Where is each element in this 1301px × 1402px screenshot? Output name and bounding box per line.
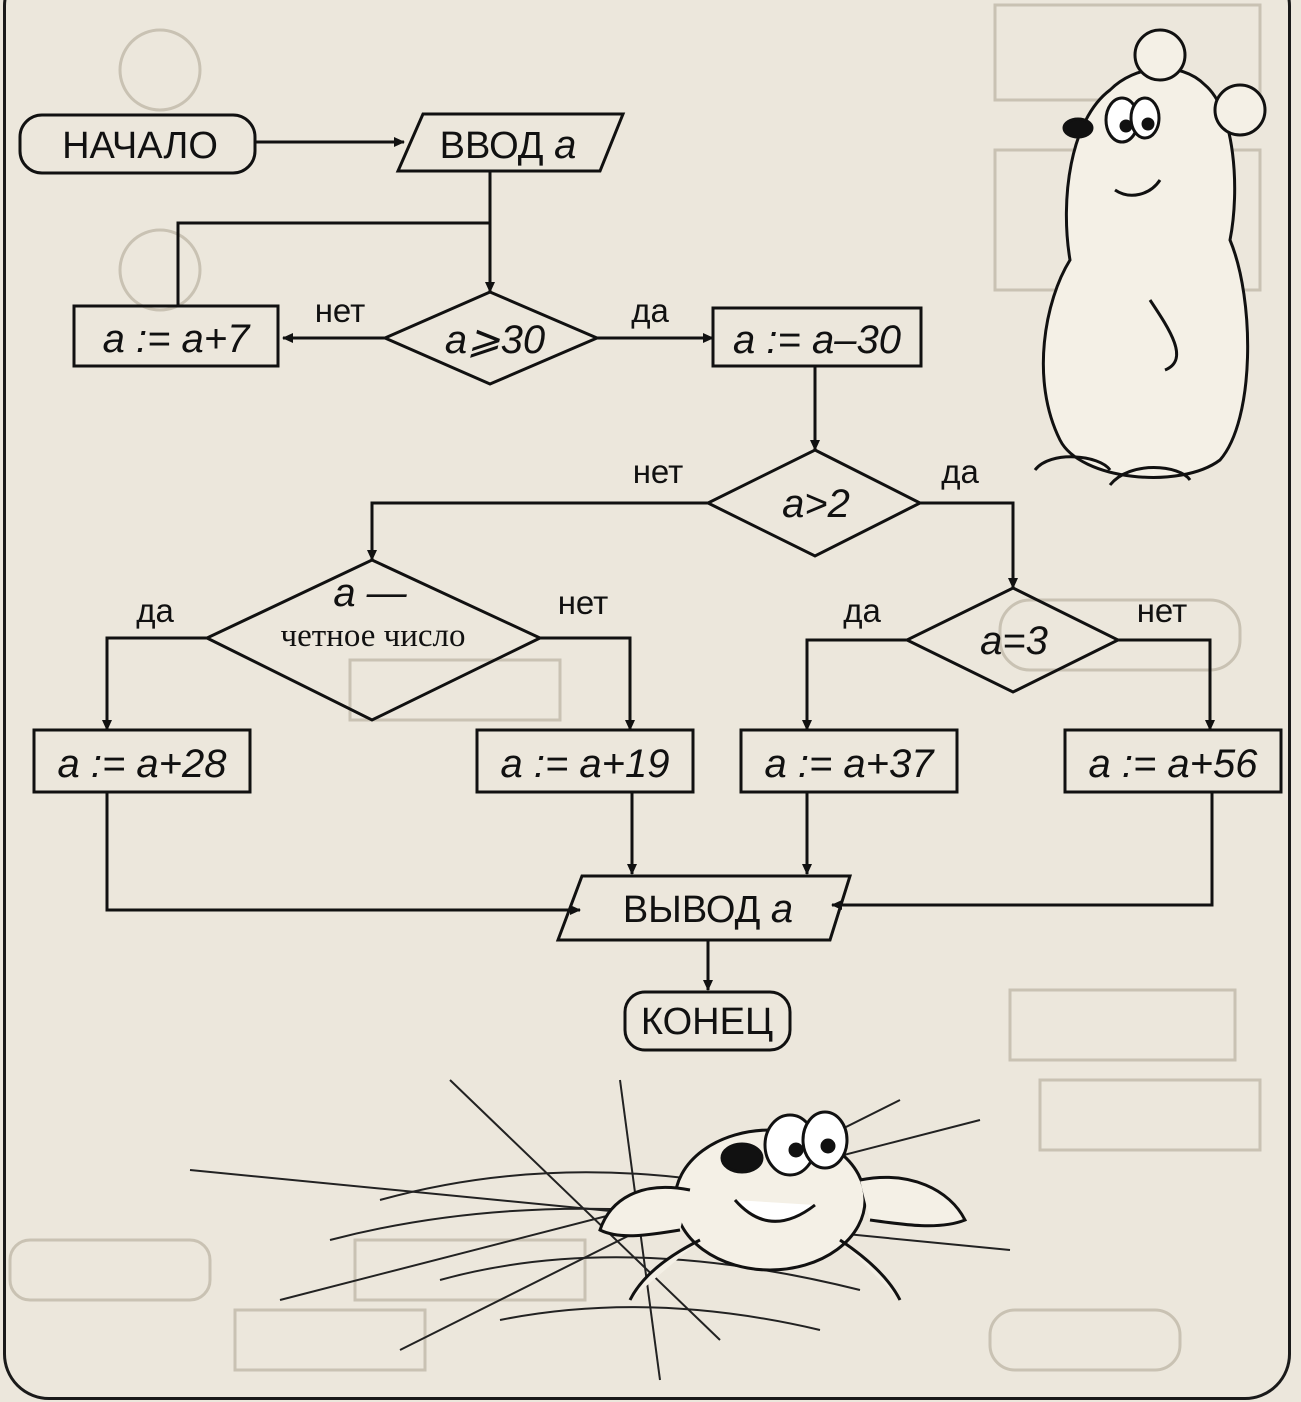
input-label: ВВОД a xyxy=(440,123,577,167)
condition-a-even-text: четное число xyxy=(281,618,466,654)
cond1-no-label: нет xyxy=(315,292,366,329)
condition-a-even: a — четное число xyxy=(207,560,540,720)
bear-illustration xyxy=(1035,30,1265,485)
process-a-plus-56: a := a+56 xyxy=(1065,730,1281,792)
end-label: КОНЕЦ xyxy=(641,1001,773,1043)
connectors xyxy=(107,142,1212,990)
condition-a-ge-30: a⩾30 xyxy=(385,292,597,384)
process-a-plus-7: a := a+7 xyxy=(74,306,278,366)
cond1-yes-label: да xyxy=(631,292,669,329)
process-a-plus-56-label: a := a+56 xyxy=(1088,742,1258,786)
condition-a-eq-3: a=3 xyxy=(907,588,1118,692)
process-a-plus-37-label: a := a+37 xyxy=(764,742,935,786)
condition-a-gt-2-label: a>2 xyxy=(782,482,850,526)
cond3-yes-label: да xyxy=(136,592,174,629)
condition-a-eq-3-label: a=3 xyxy=(980,619,1048,663)
condition-a-ge-30-label: a⩾30 xyxy=(445,318,545,362)
cond2-no-label: нет xyxy=(633,453,684,490)
start-label: НАЧАЛО xyxy=(62,125,218,167)
process-a-plus-19-label: a := a+19 xyxy=(500,742,669,786)
output-label: ВЫВОД a xyxy=(623,887,793,931)
process-a-plus-28-label: a := a+28 xyxy=(57,742,227,786)
input-node: ВВОД a xyxy=(398,114,623,171)
condition-a-even-var: a — xyxy=(333,571,407,615)
process-a-plus-28: a := a+28 xyxy=(34,730,250,792)
process-a-minus-30-label: a := a–30 xyxy=(733,318,901,362)
cond4-no-label: нет xyxy=(1137,592,1188,629)
process-a-plus-37: a := a+37 xyxy=(741,730,957,792)
start-terminal: НАЧАЛО xyxy=(20,115,255,173)
process-a-plus-7-label: a := a+7 xyxy=(103,317,252,361)
process-a-minus-30: a := a–30 xyxy=(713,308,921,366)
cond2-yes-label: да xyxy=(941,453,979,490)
output-node: ВЫВОД a xyxy=(558,876,850,940)
spider-on-web-illustration xyxy=(190,1080,1010,1380)
end-terminal: КОНЕЦ xyxy=(625,992,790,1050)
process-a-plus-19: a := a+19 xyxy=(477,730,693,792)
cond4-yes-label: да xyxy=(843,592,881,629)
condition-a-gt-2: a>2 xyxy=(708,450,920,556)
cond3-no-label: нет xyxy=(558,584,609,621)
